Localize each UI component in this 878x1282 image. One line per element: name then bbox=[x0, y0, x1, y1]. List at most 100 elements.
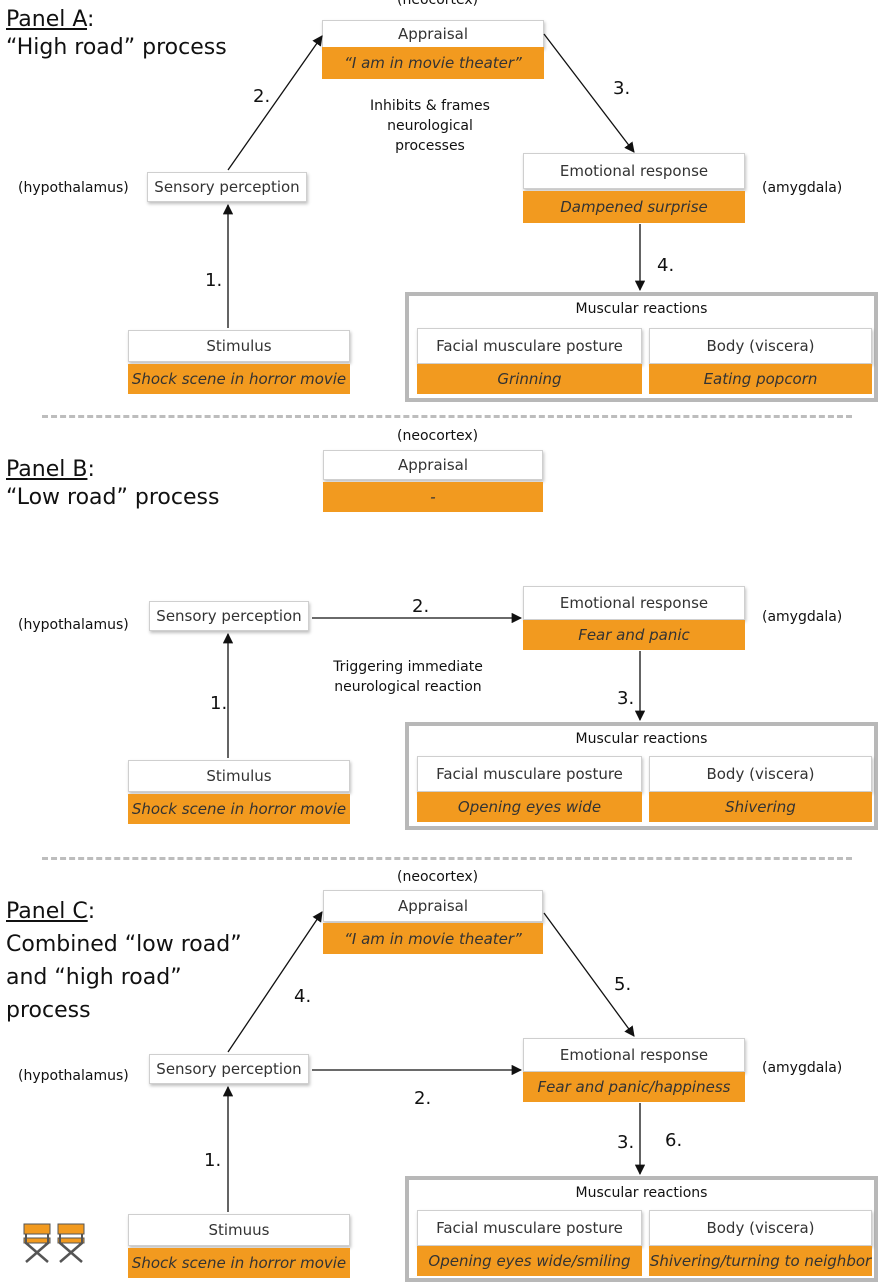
panel-c-appraisal-value: “I am in movie theater” bbox=[323, 923, 543, 954]
panel-a-hypothalamus-label: (hypothalamus) bbox=[18, 180, 129, 196]
panel-divider-ab bbox=[42, 415, 852, 418]
panel-a-emotional-value: Dampened surprise bbox=[523, 191, 745, 223]
panel-a-body-label: Body (viscera) bbox=[649, 328, 872, 364]
panel-c-title: Panel C: Combined “low road” and “high r… bbox=[6, 895, 242, 1027]
panel-a-body-box: Body (viscera) Eating popcorn bbox=[649, 328, 872, 394]
panel-a-muscular-title: Muscular reactions bbox=[575, 301, 708, 317]
panel-b-appraisal-box: Appraisal - bbox=[323, 450, 543, 512]
panel-b-subtitle: “Low road” process bbox=[6, 485, 220, 510]
panel-c-title-colon: : bbox=[87, 899, 96, 924]
panel-c-amygdala-label: (amygdala) bbox=[762, 1060, 843, 1076]
panel-c-sensory-box: Sensory perception bbox=[149, 1054, 309, 1084]
panel-a-arrow-appraisal-to-emotional bbox=[543, 33, 635, 153]
panel-b-step-2: 2. bbox=[412, 596, 430, 617]
panel-a-appraisal-label: Appraisal bbox=[322, 20, 544, 48]
panel-b-appraisal-label: Appraisal bbox=[323, 450, 543, 480]
panel-c-emotional-box: Emotional response Fear and panic/happin… bbox=[523, 1038, 745, 1102]
panel-b-facial-value: Opening eyes wide bbox=[417, 792, 642, 822]
panel-b-emotional-box: Emotional response Fear and panic bbox=[523, 586, 745, 650]
panel-c-facial-box: Facial musculare posture Opening eyes wi… bbox=[417, 1210, 642, 1276]
panel-c-subtitle-line-1: Combined “low road” bbox=[6, 932, 242, 957]
panel-a-step-3: 3. bbox=[613, 78, 631, 99]
panel-b-stimulus-box: Stimulus Shock scene in horror movie bbox=[128, 760, 350, 824]
panel-b-emotional-label: Emotional response bbox=[523, 586, 745, 620]
panel-a-facial-value: Grinning bbox=[417, 364, 642, 394]
panel-b-sensory-box: Sensory perception bbox=[149, 601, 309, 631]
panel-b-body-box: Body (viscera) Shivering bbox=[649, 756, 872, 822]
panel-c-stimulus-label: Stimuus bbox=[128, 1214, 350, 1246]
panel-a-arrow-sensory-to-appraisal bbox=[227, 35, 323, 171]
panel-b-title-name: Panel B bbox=[6, 457, 88, 482]
panel-a-subtitle: “High road” process bbox=[6, 35, 227, 60]
panel-b-body-value: Shivering bbox=[649, 792, 872, 822]
panel-c-step-3: 3. bbox=[617, 1132, 635, 1153]
panel-b-muscular-frame: Muscular reactions Facial musculare post… bbox=[405, 722, 878, 830]
panel-a-muscular-frame: Muscular reactions Facial musculare post… bbox=[405, 292, 878, 402]
panel-b-muscular-title: Muscular reactions bbox=[575, 731, 708, 747]
panel-c-hypothalamus-label: (hypothalamus) bbox=[18, 1068, 129, 1084]
panel-c-body-label: Body (viscera) bbox=[649, 1210, 872, 1246]
panel-c-title-name: Panel C bbox=[6, 899, 88, 924]
panel-a-amygdala-label: (amygdala) bbox=[762, 180, 843, 196]
panel-a-facial-label: Facial musculare posture bbox=[417, 328, 642, 364]
panel-a-appraisal-box: Appraisal “I am in movie theater” bbox=[322, 20, 544, 80]
panel-b-stimulus-value: Shock scene in horror movie bbox=[128, 794, 350, 824]
panel-a-step-4: 4. bbox=[657, 255, 675, 276]
panel-b-body-label: Body (viscera) bbox=[649, 756, 872, 792]
panel-c-appraisal-label: Appraisal bbox=[323, 890, 543, 922]
panel-a-title: Panel A: “High road” process bbox=[6, 6, 227, 62]
panel-c-step-5: 5. bbox=[614, 974, 632, 995]
panel-b-title-colon: : bbox=[87, 457, 95, 482]
panel-a-inhibits-note: Inhibits & frames neurological processes bbox=[370, 98, 490, 154]
panel-c-neocortex-label: (neocortex) bbox=[397, 869, 479, 885]
panel-c-body-value: Shivering/turning to neighbor bbox=[649, 1246, 872, 1276]
directors-chair-icon bbox=[23, 1223, 85, 1263]
panel-b-title: Panel B: “Low road” process bbox=[6, 456, 219, 512]
panel-b-amygdala-label: (amygdala) bbox=[762, 609, 843, 625]
panel-a-stimulus-label: Stimulus bbox=[128, 330, 350, 362]
panel-c-stimulus-box: Stimuus Shock scene in horror movie bbox=[128, 1214, 350, 1278]
panel-c-muscular-title: Muscular reactions bbox=[575, 1185, 708, 1201]
panel-c-emotional-value: Fear and panic/happiness bbox=[523, 1072, 745, 1102]
panel-a-emotional-box: Emotional response Dampened surprise bbox=[523, 153, 745, 223]
panel-b-emotional-value: Fear and panic bbox=[523, 620, 745, 650]
panel-c-muscular-frame: Muscular reactions Facial musculare post… bbox=[405, 1176, 878, 1282]
panel-a-step-1: 1. bbox=[205, 270, 223, 291]
panel-a-appraisal-value: “I am in movie theater” bbox=[322, 47, 544, 79]
panel-b-neocortex-label: (neocortex) bbox=[397, 428, 479, 444]
panel-a-neocortex-label: (neocortex) bbox=[397, 0, 479, 8]
panel-c-step-6: 6. bbox=[665, 1130, 683, 1151]
panel-b-step-3: 3. bbox=[617, 688, 635, 709]
panel-a-stimulus-box: Stimulus Shock scene in horror movie bbox=[128, 330, 350, 394]
panel-c-subtitle-line-2: and “high road” bbox=[6, 965, 182, 990]
directors-chair-icon-right bbox=[57, 1223, 85, 1263]
panel-divider-bc bbox=[42, 857, 852, 860]
panel-b-stimulus-label: Stimulus bbox=[128, 760, 350, 792]
panel-a-step-2: 2. bbox=[253, 86, 271, 107]
panel-b-facial-box: Facial musculare posture Opening eyes wi… bbox=[417, 756, 642, 822]
panel-c-facial-label: Facial musculare posture bbox=[417, 1210, 642, 1246]
panel-c-body-box: Body (viscera) Shivering/turning to neig… bbox=[649, 1210, 872, 1276]
panel-b-trigger-note: Triggering immediate neurological reacti… bbox=[333, 659, 483, 695]
panel-b-step-1: 1. bbox=[210, 693, 228, 714]
panel-c-step-2: 2. bbox=[414, 1088, 432, 1109]
panel-a-title-name: Panel A bbox=[6, 7, 88, 32]
panel-c-step-4: 4. bbox=[294, 986, 312, 1007]
panel-a-sensory-box: Sensory perception bbox=[147, 172, 307, 202]
panel-b-appraisal-value: - bbox=[323, 482, 543, 512]
panel-c-emotional-label: Emotional response bbox=[523, 1038, 745, 1072]
panel-b-hypothalamus-label: (hypothalamus) bbox=[18, 617, 129, 633]
panel-c-stimulus-value: Shock scene in horror movie bbox=[128, 1248, 350, 1278]
panel-b-facial-label: Facial musculare posture bbox=[417, 756, 642, 792]
panel-a-facial-box: Facial musculare posture Grinning bbox=[417, 328, 642, 394]
panel-a-body-value: Eating popcorn bbox=[649, 364, 872, 394]
panel-a-emotional-label: Emotional response bbox=[523, 153, 745, 189]
panel-a-stimulus-value: Shock scene in horror movie bbox=[128, 364, 350, 394]
panel-c-step-1: 1. bbox=[204, 1150, 222, 1171]
panel-c-facial-value: Opening eyes wide/smiling bbox=[417, 1246, 642, 1276]
directors-chair-icon-left bbox=[23, 1223, 51, 1263]
panel-c-appraisal-box: Appraisal “I am in movie theater” bbox=[323, 890, 543, 954]
panel-c-subtitle-line-3: process bbox=[6, 998, 91, 1023]
panel-c-arrow-sensory-to-appraisal bbox=[227, 911, 323, 1053]
